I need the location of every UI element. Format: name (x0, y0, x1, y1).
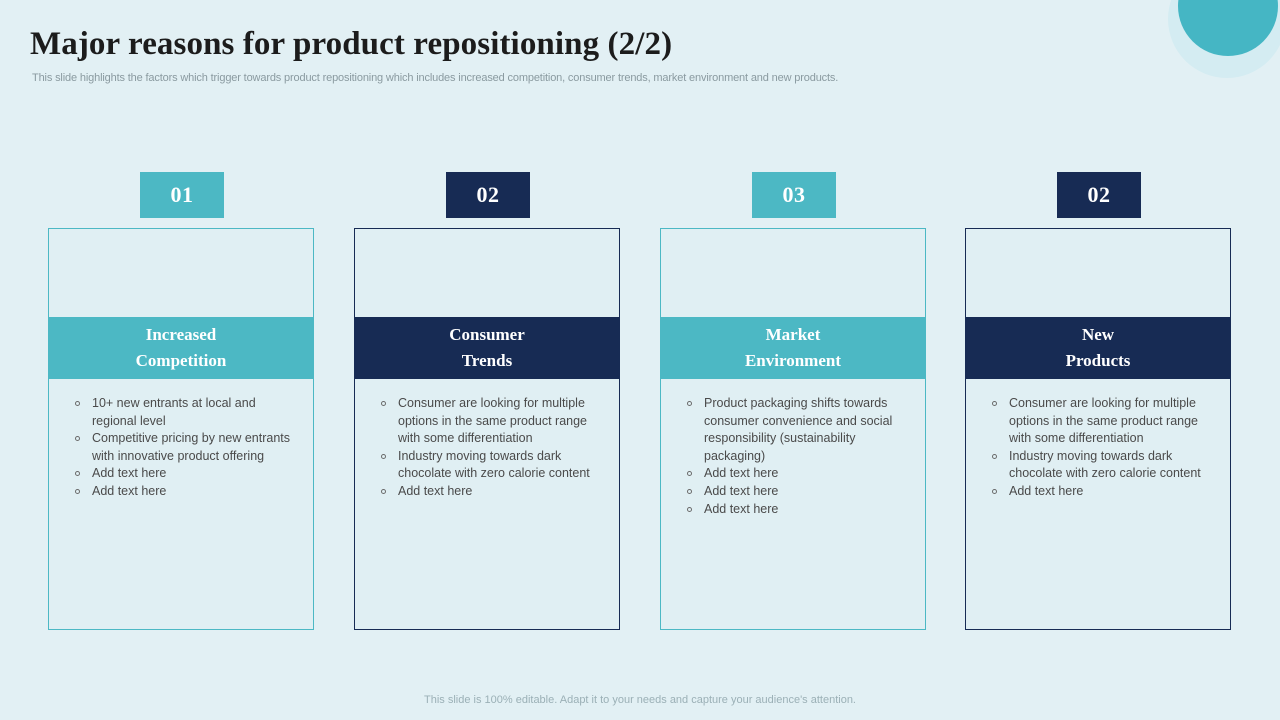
card-bullet-item: Add text here (75, 483, 301, 501)
card-bullet-list: Product packaging shifts towards consume… (661, 379, 925, 518)
card-image-placeholder (661, 229, 925, 317)
card-bullet-list: Consumer are looking for multiple option… (966, 379, 1230, 501)
card-bullet-item: Competitive pricing by new entrants with… (75, 430, 301, 465)
card-bullet-item: Add text here (687, 501, 913, 519)
card-title-line1: Consumer (449, 324, 525, 344)
card-bullet-item: Add text here (992, 483, 1218, 501)
page-title: Major reasons for product repositioning … (30, 26, 673, 62)
card-title-line2: Products (1065, 351, 1131, 370)
card-bullet-item: Add text here (75, 465, 301, 483)
card-title-line1: Market (765, 324, 821, 344)
card-image-placeholder (355, 229, 619, 317)
card-image-placeholder (49, 229, 313, 317)
card-number-badge: 02 (1057, 172, 1141, 218)
card-bullet-list: 10+ new entrants at local and regional l… (49, 379, 313, 501)
card-number-badge: 02 (446, 172, 530, 218)
card-bullet-item: Industry moving towards dark chocolate w… (381, 448, 607, 483)
footer-note: This slide is 100% editable. Adapt it to… (424, 694, 856, 706)
card-bullet-item: Add text here (687, 465, 913, 483)
page-subtitle: This slide highlights the factors which … (32, 72, 839, 84)
card-bullet-item: Add text here (381, 483, 607, 501)
card-title-line1: New (1081, 324, 1115, 344)
card-title-line2: Environment (744, 351, 842, 370)
card-number-badge: 03 (752, 172, 836, 218)
card-image-placeholder (966, 229, 1230, 317)
card-bullet-item: Consumer are looking for multiple option… (381, 395, 607, 448)
card-bullet-item: Add text here (687, 483, 913, 501)
card-title-line1: Increased (145, 324, 217, 344)
slide-header: Major reasons for product repositioning … (30, 26, 1230, 84)
card-number-badge: 01 (140, 172, 224, 218)
card-bullet-item: Industry moving towards dark chocolate w… (992, 448, 1218, 483)
card-title-line2: Trends (461, 351, 513, 370)
card-bullet-item: 10+ new entrants at local and regional l… (75, 395, 301, 430)
card-title-line2: Competition (135, 351, 227, 370)
card-bullet-item: Product packaging shifts towards consume… (687, 395, 913, 465)
card-bullet-list: Consumer are looking for multiple option… (355, 379, 619, 501)
card-bullet-item: Consumer are looking for multiple option… (992, 395, 1218, 448)
